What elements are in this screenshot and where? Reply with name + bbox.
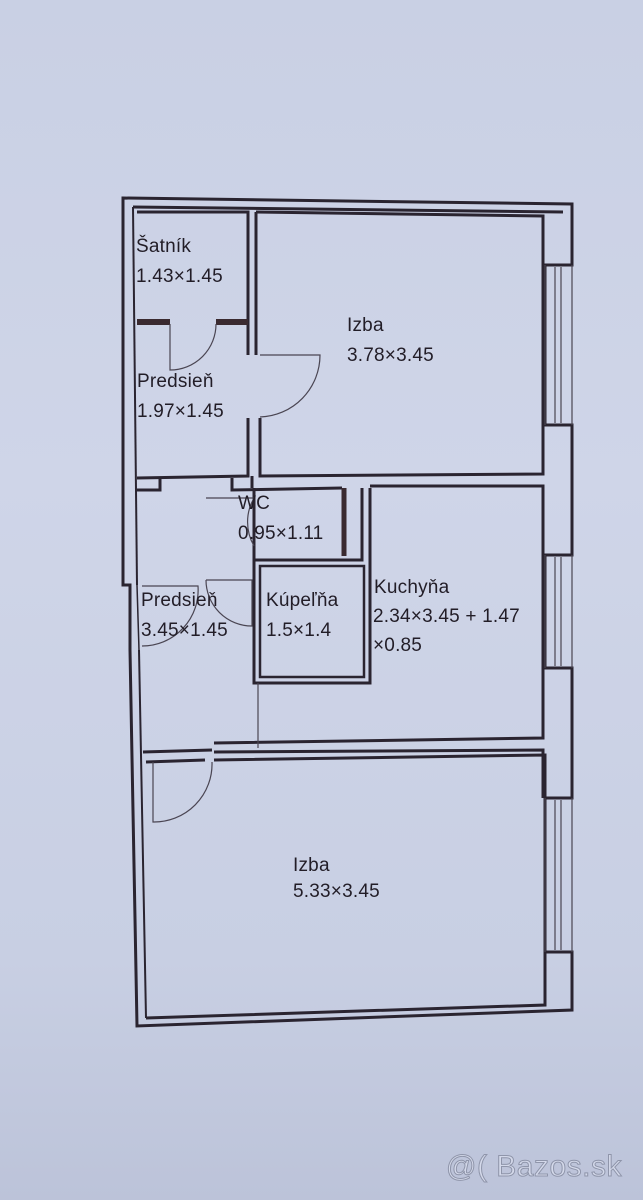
room-dimensions-kuchyna-line2: ×0.85 (373, 635, 423, 656)
room-dimensions-kuchyna-line1: 2.34×3.45 + 1.47 (373, 606, 520, 627)
room-dimensions-predsien-2: 3.45×1.45 (141, 620, 228, 641)
room-label-predsien-2: Predsieň (141, 590, 218, 611)
room-dimensions-predsien-1: 1.97×1.45 (137, 401, 224, 422)
satnik-walls (137, 210, 250, 355)
room-label-izba-2: Izba (293, 855, 330, 876)
bazos-watermark: @( Bazos.sk (446, 1150, 623, 1184)
kuchyna-walls (213, 484, 545, 745)
room-label-kuchyna: Kuchyňa (374, 577, 450, 598)
room-dimensions-kupelna: 1.5×1.4 (266, 620, 332, 641)
izba1-walls (255, 210, 545, 478)
room-label-kupelna: Kúpeľňa (266, 590, 339, 611)
room-label-satnik: Šatník (136, 236, 192, 257)
room-label-wc: WC (238, 493, 271, 514)
room-dimensions-satnik: 1.43×1.45 (136, 266, 223, 287)
room-label-izba-1: Izba (347, 315, 384, 336)
kupelna-walls (252, 488, 372, 685)
room-dimensions-izba-2: 5.33×3.45 (293, 881, 380, 902)
room-dimensions-wc: 0.95×1.11 (238, 523, 324, 544)
room-dimensions-izba-1: 3.78×3.45 (347, 345, 434, 366)
izba2-walls (145, 758, 206, 764)
wc-walls (252, 488, 364, 562)
room-label-predsien-1: Predsieň (137, 371, 214, 392)
